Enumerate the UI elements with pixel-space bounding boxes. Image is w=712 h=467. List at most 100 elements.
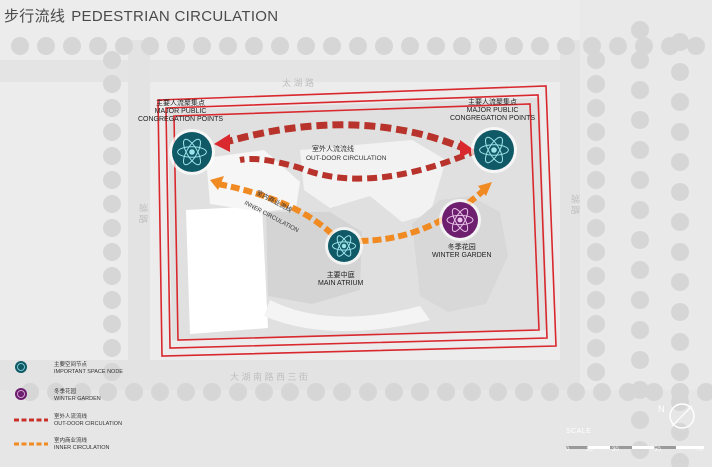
tree-icon [103,75,121,93]
tree-icon [103,267,121,285]
tree-icon [489,383,507,401]
tree-icon [411,383,429,401]
tree-icon [631,111,649,129]
tree-icon [359,383,377,401]
scale-title: SCALE [566,428,592,435]
tree-icon [671,123,689,141]
tree-icon [125,383,143,401]
tree-icon [671,183,689,201]
tree-icon [587,123,605,141]
legend-icons [14,361,48,446]
tree-icon [631,171,649,189]
inner-arrow-left [210,176,224,190]
building-west [186,206,268,334]
building-northwest [206,150,300,212]
inner-arrow-right [478,182,492,196]
tree-icon [609,37,627,55]
tree-icon [631,201,649,219]
tree-icon [587,75,605,93]
north-arrow-icon: N [658,403,695,429]
tree-icon [115,37,133,55]
tree-icon [99,383,117,401]
title-cn: 步行流线 [4,8,66,25]
outdoor-circulation-ring [157,85,557,357]
tree-icon [63,37,81,55]
tree-icon [271,37,289,55]
tree-icon [671,63,689,81]
tree-icon [645,383,663,401]
major-point-right-icon [471,127,517,173]
tree-icon [583,37,601,55]
outdoor-circulation-arc [225,121,470,154]
outdoor-label-cn: 室外人流流线 [312,144,354,153]
svg-text:N: N [658,404,665,414]
tree-icon [323,37,341,55]
tree-icon [671,363,689,381]
major-point-left-label: 主要人流聚集点 MAJOR PUBLIC CONGREGATION POINTS [138,100,224,123]
tree-icon [103,243,121,261]
tree-icon [587,339,605,357]
tree-icon [631,51,649,69]
tree-icon [437,383,455,401]
tree-icon [103,339,121,357]
tree-icon [631,381,649,399]
tree-icon [631,321,649,339]
tree-icon [463,383,481,401]
title-en: PEDESTRIAN CIRCULATION [71,8,279,25]
tree-icon [587,195,605,213]
scale-tick-label: 0 [566,447,570,453]
tree-icon [515,383,533,401]
tree-icon [671,213,689,231]
tree-icon [385,383,403,401]
major-point-right-label: 主要人流聚集点 MAJOR PUBLIC CONGREGATION POINTS [450,99,536,122]
tree-icon [541,383,559,401]
tree-icon [453,37,471,55]
south-plaza [264,300,430,332]
scale-bar [566,446,704,449]
tree-icon [401,37,419,55]
tree-icon [151,383,169,401]
tree-icon [587,291,605,309]
winter-garden-label: 冬季花园 WINTER GARDEN [432,244,492,259]
tree-icon [557,37,575,55]
tree-icon [631,21,649,39]
tree-icon [671,93,689,111]
tree-icon [281,383,299,401]
main-atrium-icon [325,227,363,265]
tree-icon [631,351,649,369]
tree-icon [635,37,653,55]
tree-icon [587,219,605,237]
street-name-top: 太 湖 路 [282,77,314,88]
tree-icon [375,37,393,55]
tree-icon [103,291,121,309]
tree-icon [193,37,211,55]
legend-purple-node-icon [15,388,27,400]
scale-tick-label: 50 [654,447,661,453]
tree-icon [103,219,121,237]
tree-icon [103,99,121,117]
tree-icon [587,315,605,333]
street-name-right: 湖 路 [570,194,581,215]
tree-icon [587,363,605,381]
scale-tick-label: 30 [612,447,619,453]
tree-icon [103,51,121,69]
scale-tick-label: 10 [586,447,593,453]
tree-icon [219,37,237,55]
tree-icon [103,147,121,165]
tree-icon [587,243,605,261]
tree-icon [141,37,159,55]
tree-icon [103,363,121,381]
tree-icon [297,37,315,55]
tree-canopy [11,21,712,467]
tree-icon [671,153,689,171]
outdoor-circulation-arc-lower [239,147,480,182]
tree-icon [631,441,649,459]
tree-icon [103,315,121,333]
tree-icon [697,383,712,401]
tree-icon [89,37,107,55]
